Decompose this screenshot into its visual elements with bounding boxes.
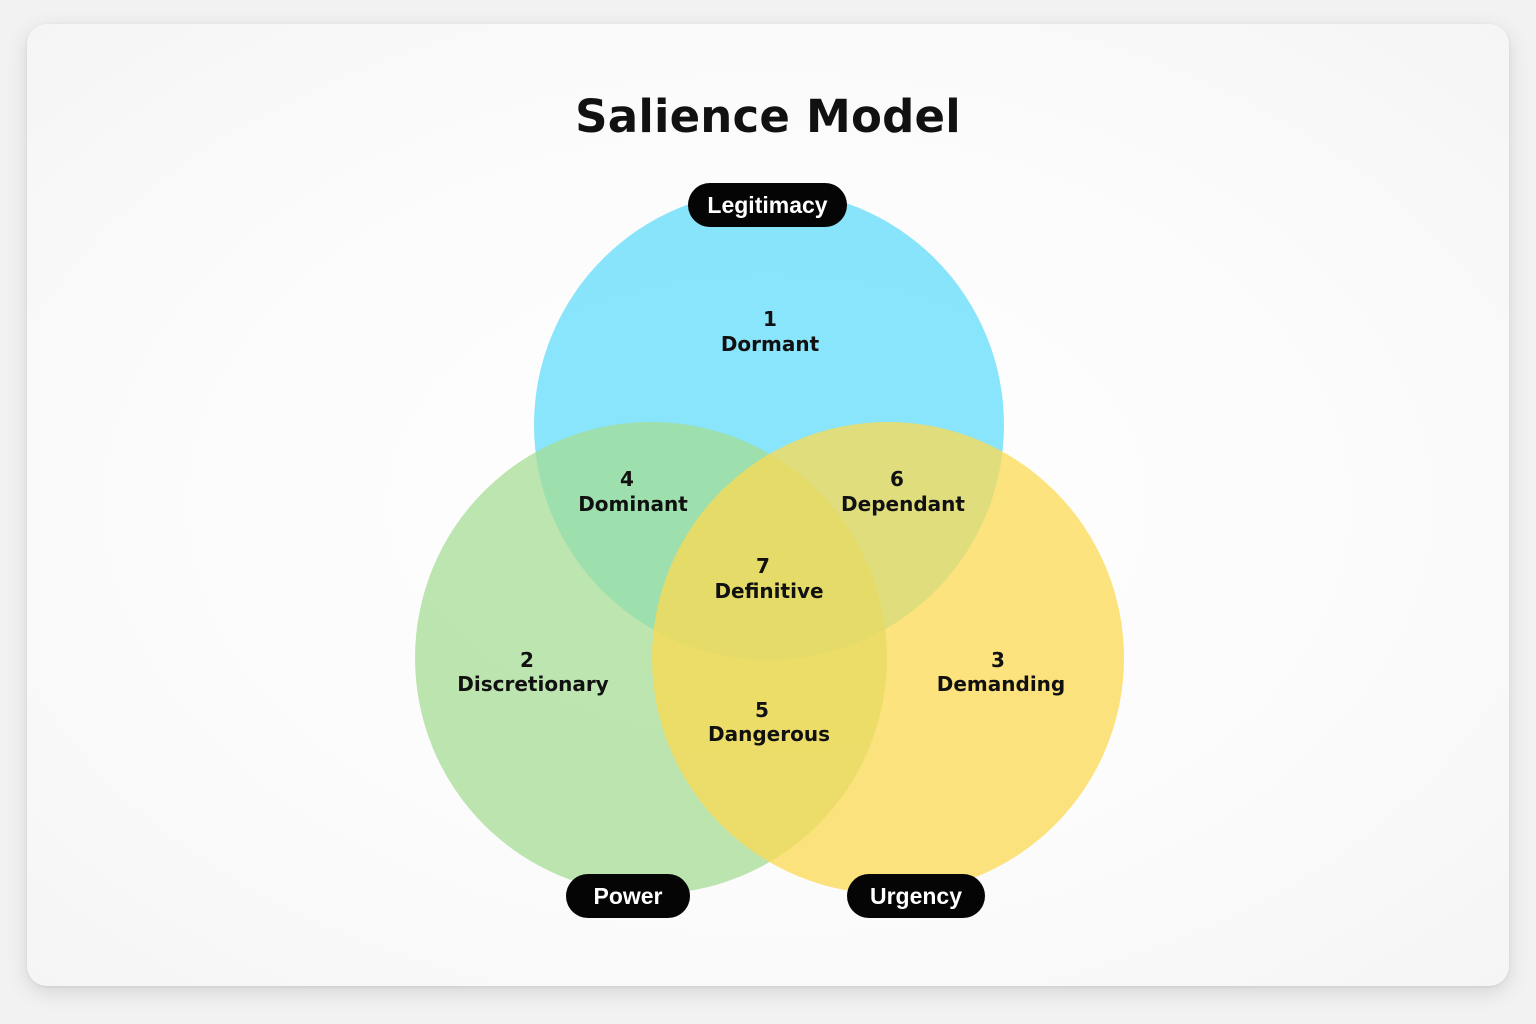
region-dangerous-label: Dangerous	[708, 722, 830, 746]
region-labels: 1 Dormant 2 Discretionary 3 Demanding 4 …	[457, 307, 1065, 746]
region-dormant-label: Dormant	[721, 332, 820, 356]
region-demanding-number: 3	[991, 648, 1005, 672]
diagram-title: Salience Model	[575, 90, 961, 143]
region-discretionary-label: Discretionary	[457, 672, 608, 696]
urgency-set-label: Urgency	[847, 874, 985, 918]
set-circles	[415, 190, 1124, 894]
urgency-circle	[652, 422, 1124, 894]
region-definitive-number: 7	[756, 554, 770, 578]
region-dangerous-number: 5	[755, 698, 769, 722]
region-dominant-label: Dominant	[578, 492, 688, 516]
region-dormant-number: 1	[763, 307, 777, 331]
region-demanding-label: Demanding	[937, 672, 1065, 696]
region-dominant-number: 4	[620, 467, 634, 491]
region-dependant-number: 6	[890, 467, 904, 491]
region-dependant-label: Dependant	[841, 492, 965, 516]
region-definitive-label: Definitive	[714, 579, 823, 603]
legitimacy-set-label: Legitimacy	[688, 183, 847, 227]
region-discretionary-number: 2	[520, 648, 534, 672]
power-set-label: Power	[566, 874, 690, 918]
